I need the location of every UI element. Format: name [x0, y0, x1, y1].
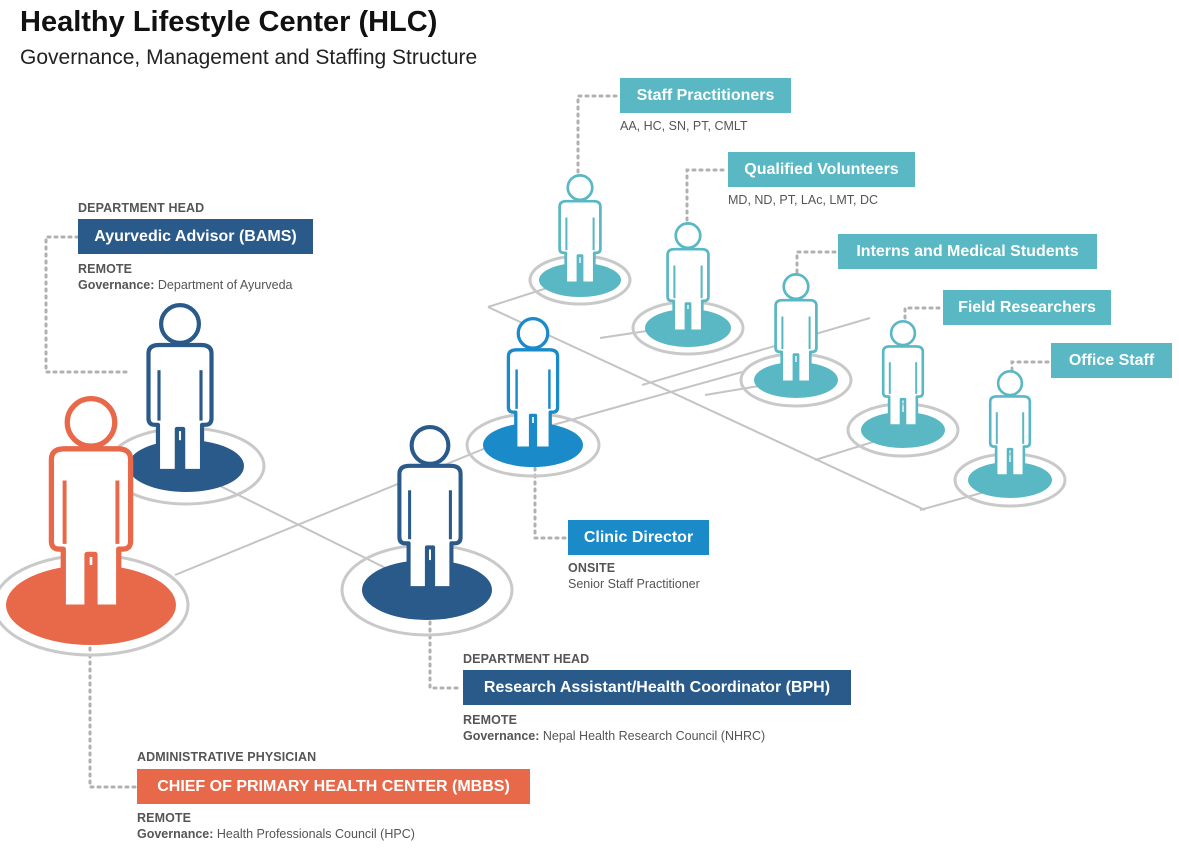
ayurvedic-advisor-governance: Governance: Department of Ayurveda — [78, 278, 292, 292]
research-assistant-governance: Governance: Nepal Health Research Counci… — [463, 729, 765, 743]
research-assistant-label: Research Assistant/Health Coordinator (B… — [463, 670, 851, 705]
field-researchers-label: Field Researchers — [943, 290, 1111, 325]
governance-body: Health Professionals Council (HPC) — [216, 827, 415, 841]
chief-label: CHIEF OF PRIMARY HEALTH CENTER (MBBS) — [137, 769, 530, 804]
governance-label: Governance: — [78, 278, 155, 292]
ayurvedic-advisor-label: Ayurvedic Advisor (BAMS) — [78, 219, 313, 254]
office-staff-label: Office Staff — [1051, 343, 1172, 378]
dotted-leaders — [44, 94, 1050, 789]
research-assistant-location: REMOTE — [463, 713, 518, 727]
connector-lines — [174, 279, 1011, 591]
governance-body: Nepal Health Research Council (NHRC) — [542, 729, 766, 743]
qualified-volunteers-detail: MD, ND, PT, LAc, LMT, DC — [728, 193, 879, 207]
chief-governance: Governance: Health Professionals Council… — [137, 827, 415, 841]
interns-label: Interns and Medical Students — [838, 234, 1097, 269]
governance-body: Department of Ayurveda — [157, 278, 293, 292]
page-title: Healthy Lifestyle Center (HLC) — [20, 6, 438, 38]
person-field-researchers-icon — [881, 320, 925, 427]
qualified-volunteers-label: Qualified Volunteers — [728, 152, 915, 187]
governance-label: Governance: — [137, 827, 214, 841]
chief-location: REMOTE — [137, 811, 192, 825]
chief-category: ADMINISTRATIVE PHYSICIAN — [137, 750, 317, 764]
clinic-director-detail: Senior Staff Practitioner — [568, 577, 700, 591]
ayurvedic-advisor-category: DEPARTMENT HEAD — [78, 201, 205, 215]
governance-label: Governance: — [463, 729, 540, 743]
staff-practitioners-detail: AA, HC, SN, PT, CMLT — [620, 119, 748, 133]
staff-practitioners-label: Staff Practitioners — [620, 78, 791, 113]
research-assistant-category: DEPARTMENT HEAD — [463, 652, 590, 666]
page-subtitle: Governance, Management and Staffing Stru… — [20, 46, 478, 69]
clinic-director-label: Clinic Director — [568, 520, 709, 555]
ayurvedic-advisor-location: REMOTE — [78, 262, 133, 276]
person-office-staff-icon — [988, 370, 1032, 477]
clinic-director-location: ONSITE — [568, 561, 616, 575]
